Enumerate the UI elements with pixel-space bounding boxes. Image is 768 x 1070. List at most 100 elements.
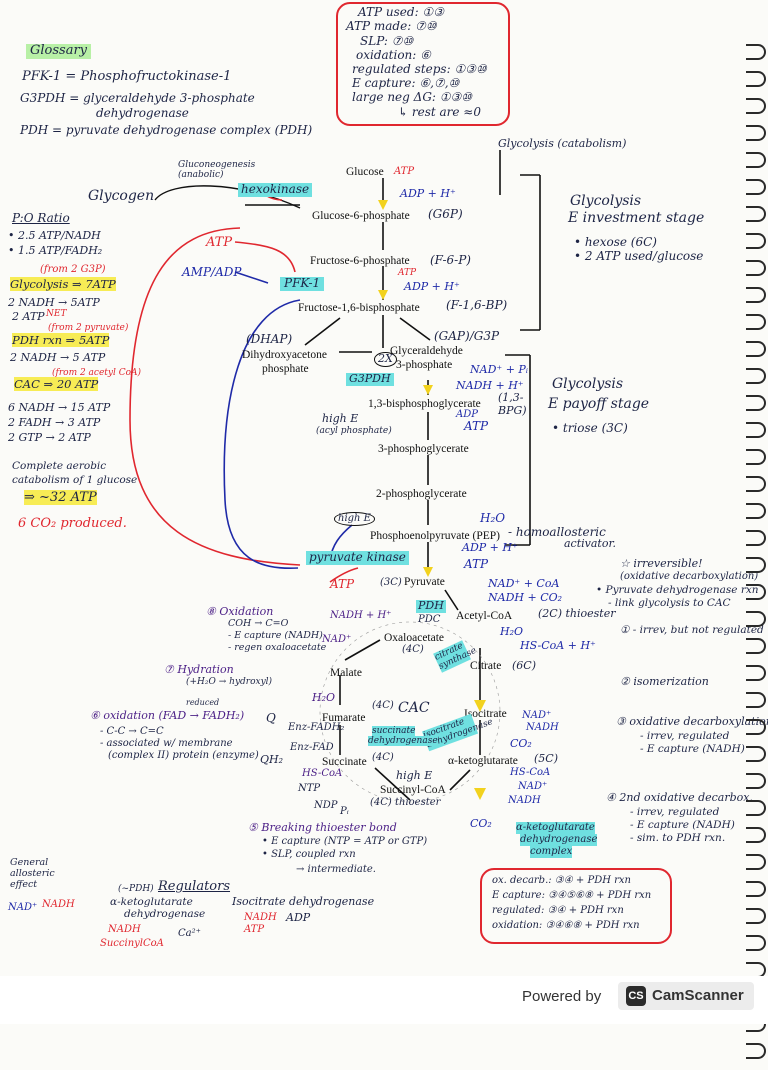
gapdh-label: G3PDH bbox=[346, 372, 394, 386]
scs-pi: Pᵢ bbox=[340, 806, 349, 817]
investment-b2: • 2 ATP used/glucose bbox=[574, 249, 704, 263]
allosteric-nadh: NADH bbox=[42, 899, 75, 910]
cs-hscoa: HS-CoA + H⁺ bbox=[520, 639, 596, 652]
po-cac-text: CAC ⇒ 20 ATP bbox=[14, 377, 99, 391]
fumarate-4c: (4C) bbox=[372, 700, 394, 711]
isocitrate: Isocitrate bbox=[464, 708, 507, 720]
oxaloacetate-4c: (4C) bbox=[402, 644, 424, 655]
mdh-nadh: NADH + H⁺ bbox=[330, 610, 392, 621]
spiral-binding bbox=[746, 44, 768, 1070]
step8-note-b: COH → C=O bbox=[228, 618, 289, 629]
step3-note-c: - E capture (NADH) bbox=[640, 743, 745, 755]
pyruvate-3c: (3C) bbox=[380, 577, 402, 588]
scs-ndp: NDP bbox=[314, 800, 338, 811]
po-title: P:O Ratio bbox=[12, 211, 70, 225]
gluconeogenesis-label: Gluconeogenesis (anabolic) bbox=[178, 160, 256, 181]
po-glycolysis: Glycolysis ⇒ 7ATP bbox=[10, 277, 116, 291]
po-net: NET bbox=[46, 309, 67, 319]
sdh-fad: Enz-FAD bbox=[290, 742, 334, 753]
investment-b1: • hexose (6C) bbox=[574, 235, 657, 249]
citrate-6c: (6C) bbox=[512, 659, 536, 672]
po-cac-fadh: 2 FADH → 3 ATP bbox=[8, 416, 101, 429]
cac-title: CAC bbox=[398, 700, 430, 716]
akgdh-reg-succoa: SuccinylCoA bbox=[100, 938, 164, 949]
pyruvate: Pyruvate bbox=[404, 576, 445, 588]
step8-note-c: - E capture (NADH) bbox=[228, 630, 323, 641]
glossary-gapdh: G3PDH = glyceraldehyde 3-phosphate bbox=[20, 91, 255, 105]
po-total: ⇒ ~32 ATP bbox=[24, 490, 97, 506]
camscanner-logo: CS bbox=[626, 986, 646, 1006]
akgdh-reg-nadh: NADH bbox=[108, 924, 141, 935]
amp-adp-regulator: AMP/ADP bbox=[182, 265, 242, 279]
po-pdh-nadh: 2 NADH → 5 ATP bbox=[10, 351, 106, 364]
akgdh-label-1: α-ketoglutarate bbox=[516, 822, 595, 834]
pathway-arrows bbox=[129, 150, 541, 803]
pdh-note-2: • Pyruvate dehydrogenase rxn bbox=[596, 584, 759, 596]
fumarase-h2o: H₂O bbox=[312, 691, 336, 704]
enolase-h2o: H₂O bbox=[480, 511, 506, 525]
cac-summary-line: ox. decarb.: ③④ + PDH rxn bbox=[492, 875, 631, 886]
step8-note: ⑧ Oxidation bbox=[206, 605, 274, 618]
pep: Phosphoenolpyruvate (PEP) bbox=[370, 530, 501, 542]
cs-h2o: H₂O bbox=[500, 625, 524, 638]
cac-summary-line: E capture: ③④⑤⑥⑧ + PDH rxn bbox=[492, 890, 652, 901]
step4-note: ④ 2nd oxidative decarbox. bbox=[606, 791, 753, 804]
succoa-high-e: high E bbox=[396, 769, 433, 782]
summary-line: large neg ΔG: ①③⑩ bbox=[352, 90, 473, 104]
summary-line: E capture: ⑥,⑦,⑩ bbox=[352, 76, 460, 90]
cac-summary-line: oxidation: ③④⑥⑧ + PDH rxn bbox=[492, 920, 640, 931]
g6p-abbr: (G6P) bbox=[428, 207, 463, 221]
pdh-nadh-co2: NADH + CO₂ bbox=[488, 591, 563, 604]
po-fadh: • 1.5 ATP/FADH₂ bbox=[8, 244, 103, 257]
pdh-note-1: (oxidative decarboxylation) bbox=[620, 571, 759, 582]
two-x: 2X bbox=[374, 352, 397, 367]
step8-note-d: - regen oxaloacetate bbox=[228, 642, 327, 653]
regulators-title: Regulators bbox=[158, 879, 231, 894]
po-glycolysis-text: Glycolysis ⇒ 7ATP bbox=[10, 277, 116, 291]
allosteric-2: allosteric bbox=[10, 868, 55, 879]
payoff-b1: • triose (3C) bbox=[552, 421, 628, 435]
icdh-nadh: NADH bbox=[526, 722, 559, 733]
sdh-label-1: succinate bbox=[372, 726, 416, 737]
gapdh-nad: NAD⁺ + Pᵢ bbox=[470, 363, 529, 376]
step4-note-d: - sim. to PDH rxn. bbox=[630, 832, 726, 844]
pk-atp: ATP bbox=[464, 557, 489, 571]
step5-note-c: • SLP, coupled rxn bbox=[262, 849, 356, 860]
icdh-reg: Isocitrate dehydrogenase bbox=[232, 895, 375, 908]
step6-note-d: (complex II) protein (enzyme) bbox=[108, 750, 259, 761]
pfk-atp: ATP bbox=[398, 268, 417, 278]
icdh-reg-adp: ADP bbox=[286, 911, 311, 924]
step7-note-b: (+H₂O → hydroxyl) bbox=[186, 677, 273, 687]
bpg-abbr: (1,3-BPG) bbox=[498, 391, 527, 417]
mdh-nad: NAD⁺ bbox=[322, 634, 352, 645]
succinyl-coa: Succinyl-CoA bbox=[380, 784, 446, 796]
pk-adp: ADP + H⁺ bbox=[462, 541, 518, 554]
scs-ntp: NTP bbox=[298, 783, 321, 794]
succinate: Succinate bbox=[322, 756, 367, 768]
atp-regulator: ATP bbox=[206, 235, 233, 250]
po-glyc-atp: 2 ATP bbox=[12, 310, 45, 323]
citrate: Citrate bbox=[470, 660, 502, 672]
pfk-label: PFK-1 bbox=[280, 276, 325, 291]
glucose-adp: ADP + H⁺ bbox=[400, 187, 456, 200]
powered-by-label: Powered by bbox=[522, 988, 602, 1005]
cac-summary-box bbox=[480, 868, 672, 944]
step1-note: ① - irrev, but not regulated bbox=[620, 624, 764, 636]
pfk-adp: ADP + H⁺ bbox=[404, 280, 460, 293]
po-nadh: • 2.5 ATP/NADH bbox=[8, 229, 101, 242]
po-pdh: PDH rxn ⇒ 5ATP bbox=[12, 333, 110, 347]
step6-reduced: reduced bbox=[186, 698, 220, 707]
po-cac-gtp: 2 GTP → 2 ATP bbox=[8, 431, 91, 444]
pep-note: - homoallosteric bbox=[508, 525, 606, 539]
po-from-acetyl: (from 2 acetyl CoA) bbox=[52, 368, 142, 378]
allosteric-3: effect bbox=[10, 879, 38, 890]
fumarate: Fumarate bbox=[322, 712, 366, 724]
f6p: Fructose-6-phosphate bbox=[310, 255, 410, 267]
acyl-phosphate: (acyl phosphate) bbox=[316, 426, 392, 436]
step4-note-c: - E capture (NADH) bbox=[630, 819, 735, 831]
pk-atp-inhibitor: ATP bbox=[330, 577, 355, 591]
step6-note: ⑥ oxidation (FAD → FADH₂) bbox=[90, 709, 245, 722]
step3-note: ③ oxidative decarboxylation bbox=[616, 715, 768, 728]
bpg: 1,3-bisphosphoglycerate bbox=[368, 398, 481, 410]
pdh-note-3: - link glycolysis to CAC bbox=[608, 597, 731, 609]
